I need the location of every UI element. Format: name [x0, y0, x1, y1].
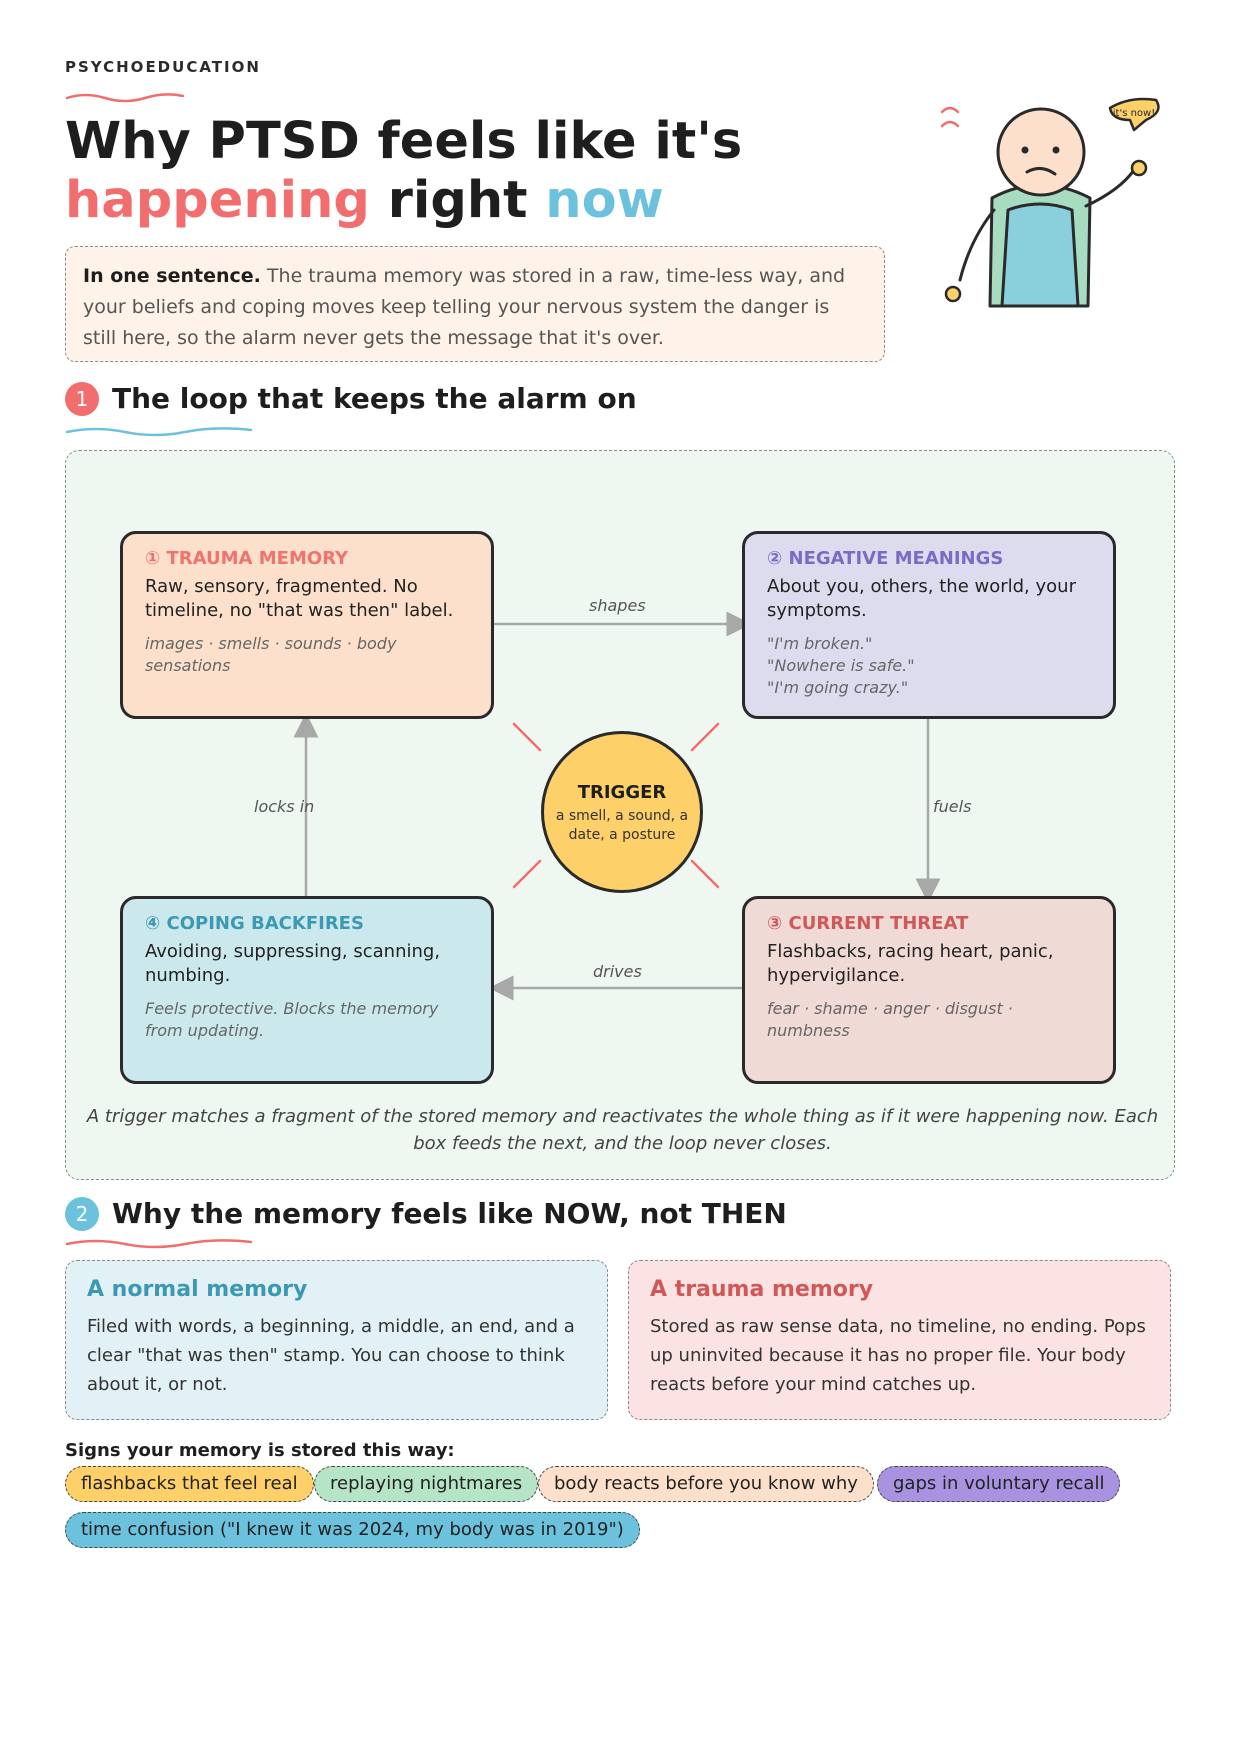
- box-title: ① TRAUMA MEMORY: [145, 548, 349, 569]
- box-body: Raw, sensory, fragmented. No timeline, n…: [145, 576, 454, 621]
- trigger-circle: TRIGGER a smell, a sound, a date, a post…: [541, 731, 703, 893]
- box-body: About you, others, the world, your sympt…: [767, 576, 1076, 621]
- section-2-heading: 2 Why the memory feels like NOW, not THEN: [65, 1197, 787, 1231]
- loop-box-negative-meanings: ② NEGATIVE MEANINGS About you, others, t…: [742, 531, 1116, 719]
- edge-label-shapes: shapes: [589, 596, 646, 615]
- loop-box-current-threat: ③ CURRENT THREAT Flashbacks, racing hear…: [742, 896, 1116, 1084]
- box-body: Avoiding, suppressing, scanning, numbing…: [145, 941, 441, 986]
- speech-bubble-icon: it's now!: [1108, 97, 1160, 132]
- trauma-memory-title: A trauma memory: [650, 1277, 874, 1302]
- summary-lead: In one sentence.: [83, 265, 261, 287]
- sign-pill: gaps in voluntary recall: [877, 1466, 1121, 1502]
- trigger-title: TRIGGER: [577, 782, 667, 803]
- box-note: fear · shame · anger · disgust · numbnes…: [767, 999, 1013, 1040]
- normal-memory-card: A normal memory Filed with words, a begi…: [65, 1260, 608, 1420]
- trauma-memory-card: A trauma memory Stored as raw sense data…: [628, 1260, 1171, 1420]
- sign-pill: body reacts before you know why: [538, 1466, 874, 1502]
- box-body: Flashbacks, racing heart, panic, hypervi…: [767, 941, 1054, 986]
- box-note: Feels protective. Blocks the memory from…: [145, 999, 439, 1040]
- title-word-now: now: [545, 171, 664, 230]
- title-word-right: right: [369, 171, 546, 230]
- section-1-heading: 1 The loop that keeps the alarm on: [65, 382, 637, 416]
- loop-arrows: [293, 611, 941, 1001]
- section-2-number: 2: [65, 1197, 99, 1231]
- section-2-title: Why the memory feels like NOW, not THEN: [112, 1197, 787, 1230]
- sign-pill: flashbacks that feel real: [65, 1466, 314, 1502]
- normal-memory-body: Filed with words, a beginning, a middle,…: [87, 1316, 575, 1395]
- eyebrow-squiggle-icon: [65, 93, 185, 103]
- trigger-rays-icon: [512, 722, 720, 889]
- section-1-underline-icon: [65, 427, 253, 437]
- box-title: ④ COPING BACKFIRES: [145, 913, 364, 934]
- trigger-sub: a smell, a sound, a date, a posture: [555, 808, 689, 843]
- section-2-underline-icon: [65, 1239, 253, 1249]
- summary-text: The trauma memory was stored in a raw, t…: [83, 265, 846, 349]
- edge-label-drives: drives: [593, 962, 642, 981]
- signs-title: Signs your memory is stored this way:: [65, 1440, 455, 1461]
- box-title: ③ CURRENT THREAT: [767, 913, 969, 934]
- eyebrow-label: PSYCHOEDUCATION: [65, 58, 261, 76]
- normal-memory-title: A normal memory: [87, 1277, 308, 1302]
- sign-pill: replaying nightmares: [314, 1466, 539, 1502]
- title-line-1: Why PTSD feels like it's: [65, 112, 743, 171]
- speech-bubble-text: it's now!: [1113, 108, 1155, 119]
- alarm-mark-icon: [940, 106, 960, 128]
- page-title: Why PTSD feels like it's happening right…: [65, 112, 742, 230]
- loop-caption: A trigger matches a fragment of the stor…: [86, 1106, 1159, 1154]
- summary-box: In one sentence. The trauma memory was s…: [65, 246, 885, 362]
- box-note: images · smells · sounds · body sensatio…: [145, 634, 397, 675]
- edge-label-locks-in: locks in: [254, 797, 315, 816]
- title-word-happening: happening: [65, 171, 370, 230]
- title-line-2: happening right now: [65, 171, 742, 230]
- sign-pill: time confusion ("I knew it was 2024, my …: [65, 1512, 640, 1548]
- loop-box-coping-backfires: ④ COPING BACKFIRES Avoiding, suppressing…: [120, 896, 494, 1084]
- edge-label-fuels: fuels: [933, 797, 972, 816]
- box-note: "I'm broken." "Nowhere is safe." "I'm go…: [767, 634, 915, 697]
- box-title: ② NEGATIVE MEANINGS: [767, 548, 1004, 569]
- stick-figure-illustration: it's now!: [940, 97, 1160, 308]
- section-1-number: 1: [65, 382, 99, 416]
- trauma-memory-body: Stored as raw sense data, no timeline, n…: [650, 1316, 1146, 1395]
- loop-box-trauma-memory: ① TRAUMA MEMORY Raw, sensory, fragmented…: [120, 531, 494, 719]
- section-1-title: The loop that keeps the alarm on: [112, 382, 637, 415]
